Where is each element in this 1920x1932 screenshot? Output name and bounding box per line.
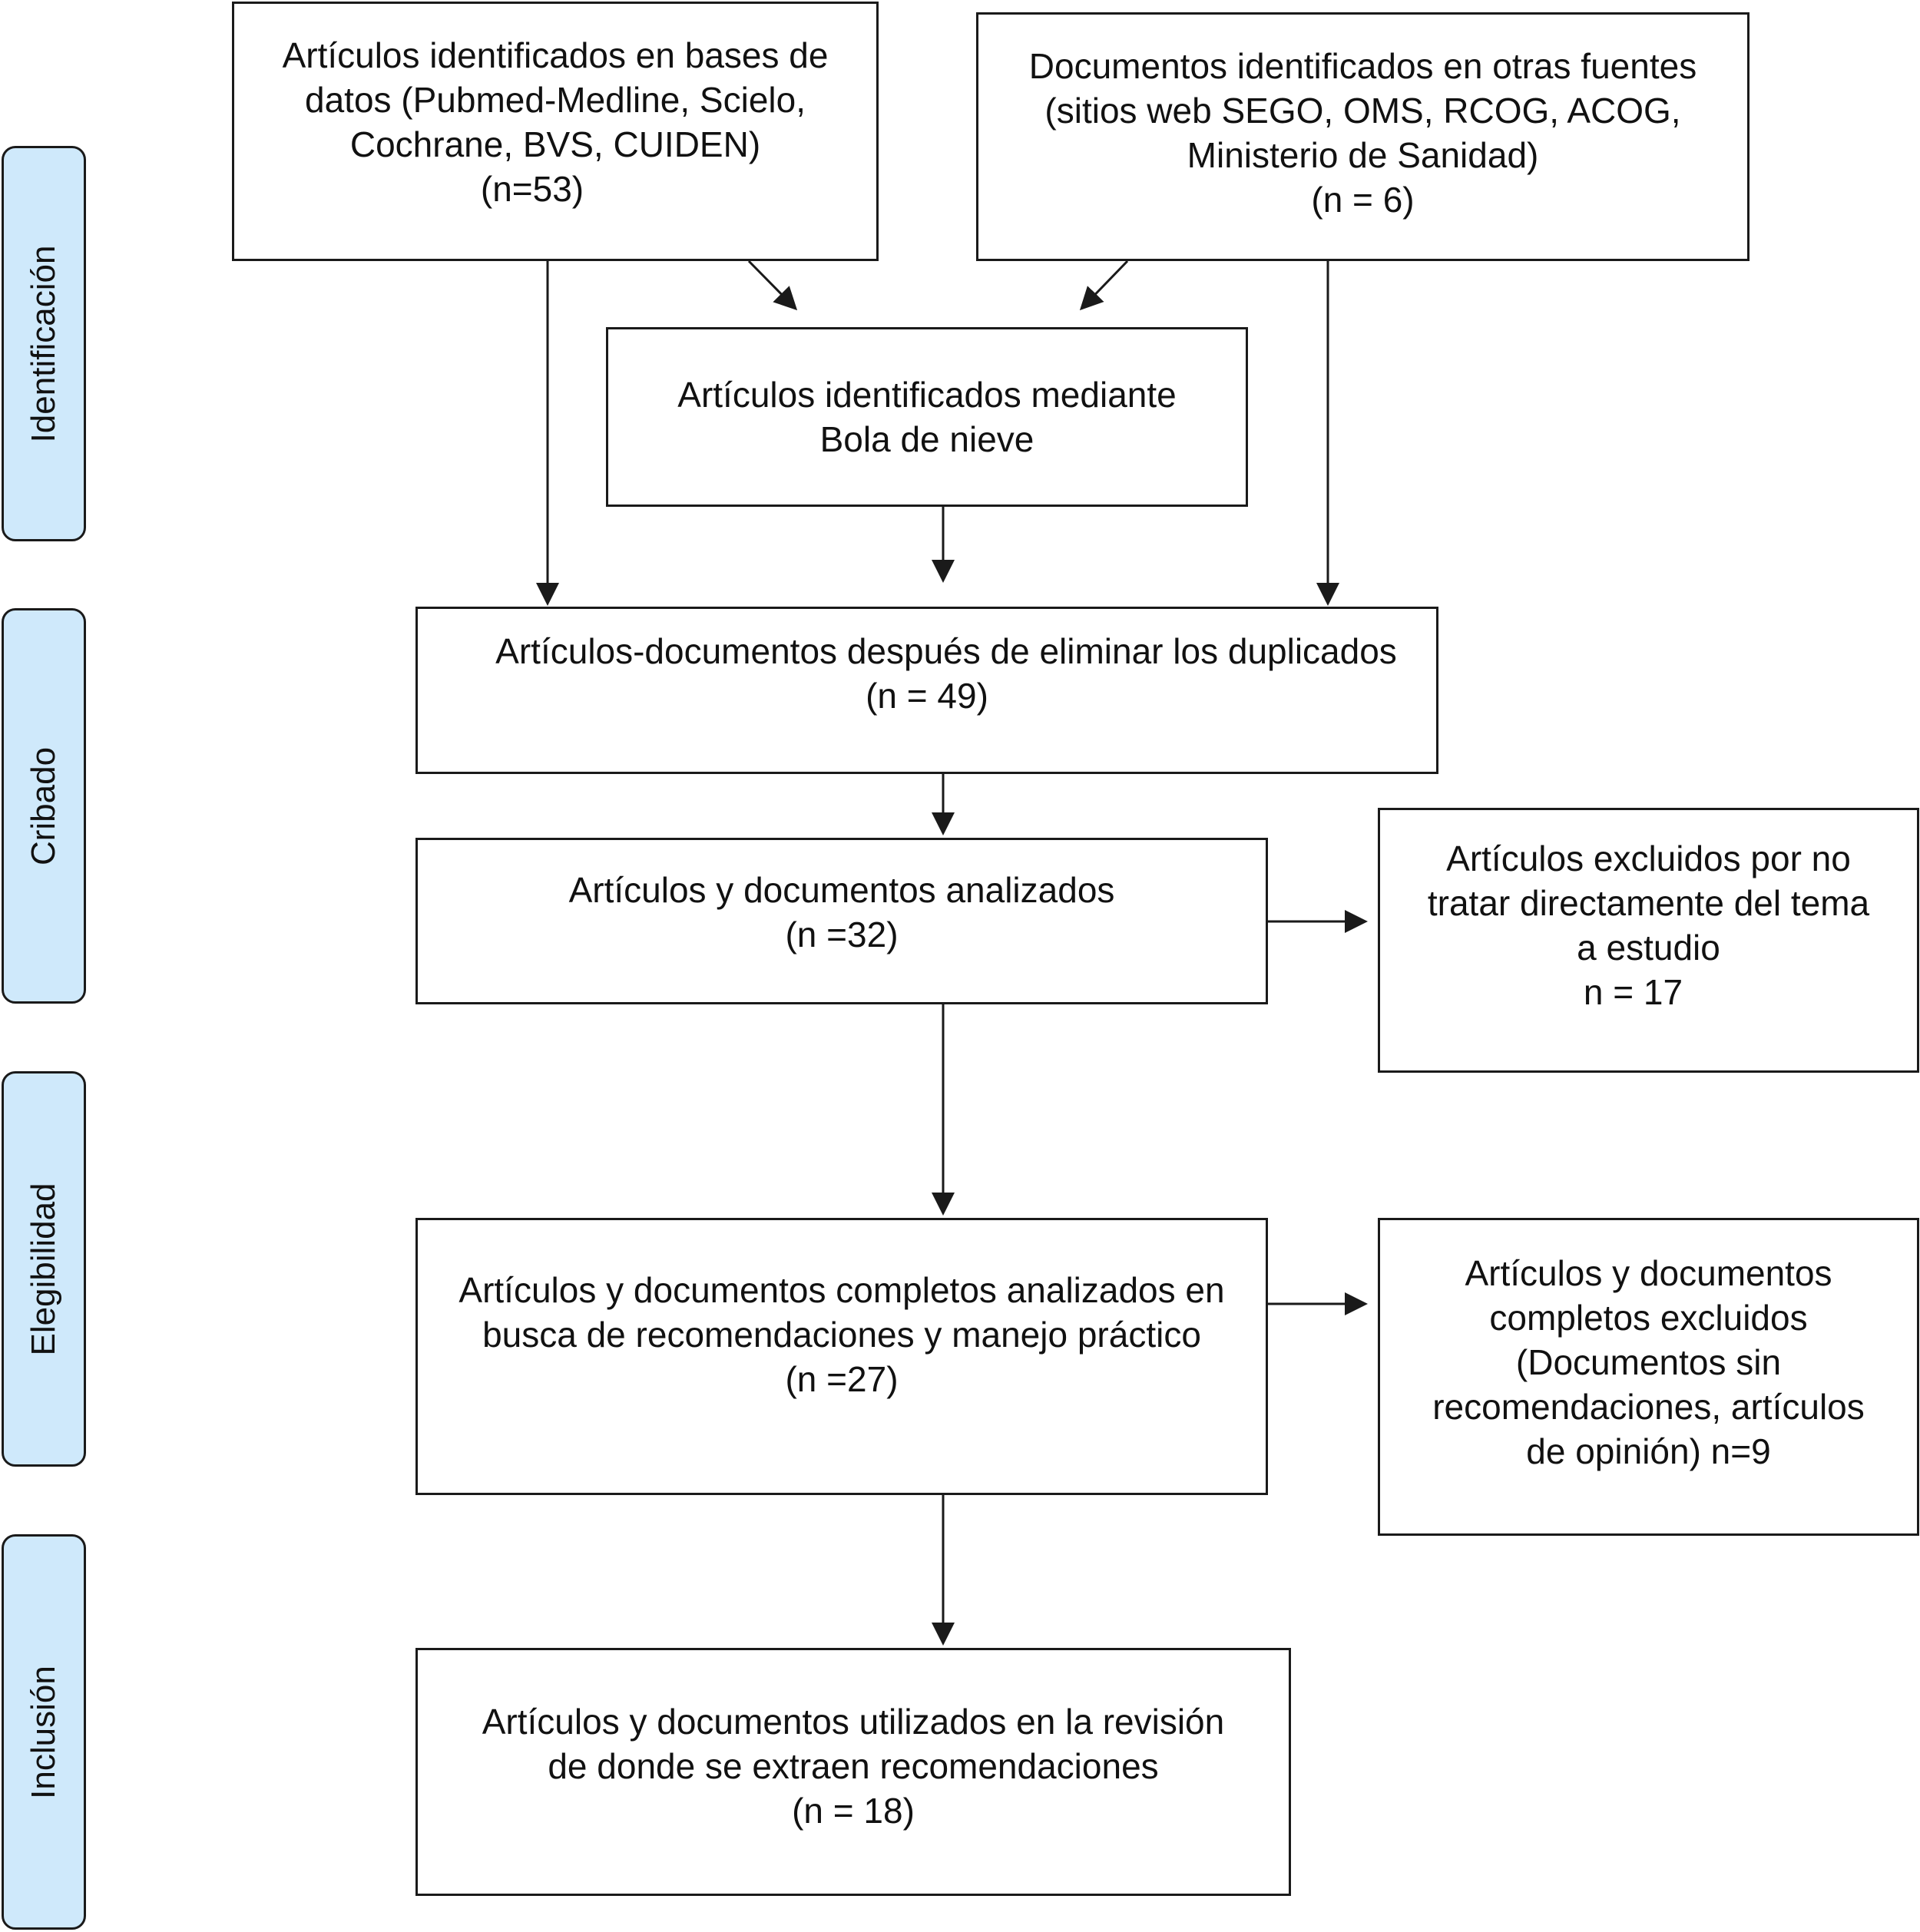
box-full-analyzed-line-2: busca de recomendaciones y manejo prácti… (482, 1315, 1201, 1355)
box-database-articles-line-1: Artículos identificados en bases de (282, 35, 829, 75)
box-snowball-line-1: Artículos identificados mediante (677, 375, 1177, 415)
box-full-excluded-line-3: (Documentos sin (1515, 1342, 1782, 1382)
box-included: Artículos y documentos utilizados en la … (415, 1648, 1291, 1896)
box-included-line-2: de donde se extraen recomendaciones (548, 1746, 1159, 1786)
box-full-excluded-line-5: de opinión) n=9 (1526, 1431, 1771, 1471)
phase-cribado: Cribado (2, 608, 86, 1004)
box-after-duplicates-line-1: Artículos-documentos después de eliminar… (495, 631, 1397, 671)
box-database-articles-line-2: datos (Pubmed-Medline, Scielo, (305, 80, 806, 120)
box-full-excluded-line-2: completos excluidos (1489, 1298, 1808, 1338)
phase-identificacion: Identificación (2, 146, 86, 541)
box-analyzed-line-2: (n =32) (785, 915, 899, 954)
box-excluded-topic-line-3: a estudio (1577, 928, 1720, 968)
box-full-analyzed-line-1: Artículos y documentos completos analiza… (458, 1270, 1225, 1310)
box-other-sources: Documentos identificados en otras fuente… (976, 12, 1750, 261)
box-snowball: Artículos identificados mediante Bola de… (606, 327, 1248, 507)
box-included-line-1: Artículos y documentos utilizados en la … (482, 1702, 1225, 1742)
box-analyzed-line-1: Artículos y documentos analizados (568, 870, 1115, 910)
box-excluded-topic-line-2: tratar directamente del tema (1427, 883, 1870, 923)
box-full-excluded-line-4: recomendaciones, artículos (1432, 1387, 1865, 1427)
box-database-articles-line-3: Cochrane, BVS, CUIDEN) (349, 124, 761, 164)
box-other-sources-line-2: (sitios web SEGO, OMS, RCOG, ACOG, (1044, 91, 1681, 131)
box-after-duplicates-line-2: (n = 49) (866, 676, 988, 716)
arrow-other-to-snowball (1079, 260, 1129, 311)
box-excluded-topic: Artículos excluidos por no tratar direct… (1378, 808, 1919, 1073)
box-other-sources-line-4: (n = 6) (1311, 180, 1415, 220)
arrow-databases-to-snowball (747, 260, 798, 311)
phase-elegibilidad: Elegibilidad (2, 1071, 86, 1467)
box-database-articles-line-4: (n=53) (480, 169, 584, 209)
box-database-articles: Artículos identificados en bases de dato… (232, 2, 879, 261)
box-full-excluded: Artículos y documentos completos excluid… (1378, 1218, 1919, 1536)
box-excluded-topic-line-1: Artículos excluidos por no (1446, 839, 1851, 878)
box-snowball-line-2: Bola de nieve (819, 419, 1034, 459)
box-full-analyzed: Artículos y documentos completos analiza… (415, 1218, 1268, 1495)
box-full-excluded-line-1: Artículos y documentos (1465, 1253, 1832, 1293)
box-other-sources-line-3: Ministerio de Sanidad) (1187, 135, 1539, 175)
box-included-line-3: (n = 18) (792, 1791, 915, 1831)
box-excluded-topic-line-4: n = 17 (1583, 972, 1683, 1012)
box-after-duplicates: Artículos-documentos después de eliminar… (415, 607, 1438, 774)
box-analyzed: Artículos y documentos analizados (n =32… (415, 838, 1268, 1004)
box-other-sources-line-1: Documentos identificados en otras fuente… (1028, 46, 1697, 86)
box-full-analyzed-line-3: (n =27) (785, 1359, 899, 1399)
phase-inclusion: Inclusión (2, 1534, 86, 1930)
